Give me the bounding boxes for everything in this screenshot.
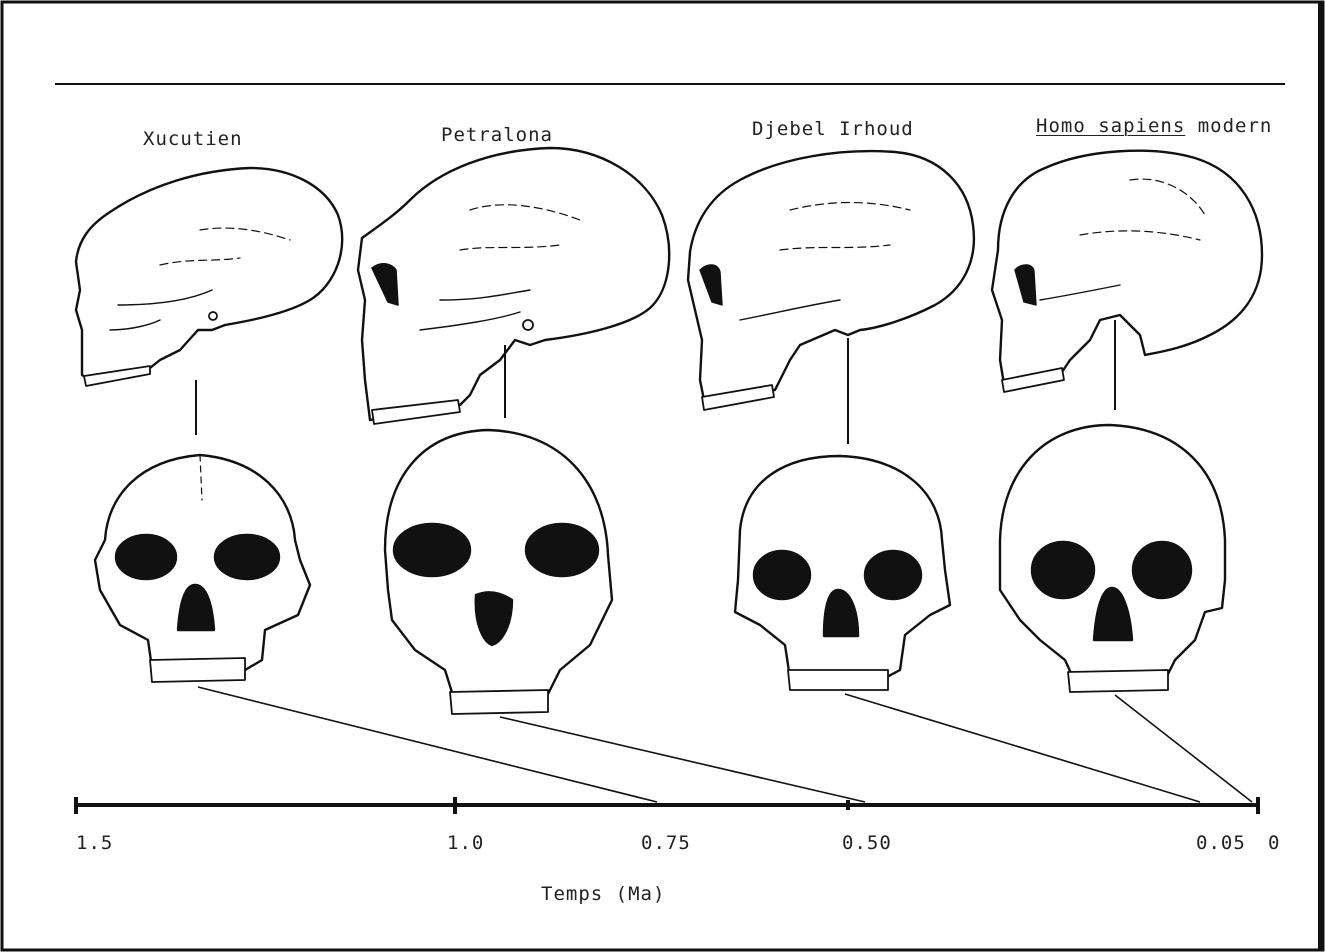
label-xucutien: Xucutien [143, 128, 243, 150]
tick-label-0.05: 0.05 [1196, 832, 1246, 854]
petralona-lateral-skull [358, 148, 669, 424]
axis-label: Temps (Ma) [541, 883, 665, 905]
eye-socket [116, 535, 176, 579]
eye-socket [1032, 542, 1094, 598]
date-line-petralona [500, 717, 865, 802]
eye-socket [215, 535, 279, 579]
figure-frame-right [1318, 2, 1323, 950]
date-line-djebel [845, 694, 1200, 802]
xucutien-lateral-skull [76, 168, 342, 386]
timeline-axis [76, 797, 1260, 814]
eye-socket [526, 524, 598, 576]
label-petralona: Petralona [441, 124, 553, 146]
label-djebel-irhoud: Djebel Irhoud [752, 118, 914, 140]
homo-sapiens-frontal-skull [1000, 425, 1225, 692]
tick-label-0.75: 0.75 [641, 832, 691, 854]
tick-label-1.0: 1.0 [447, 832, 484, 854]
eye-socket [754, 551, 810, 599]
label-homo-sapiens: Homo sapiens [1036, 115, 1185, 137]
djebel-irhoud-frontal-skull [735, 456, 950, 690]
date-line-modern [1115, 695, 1252, 802]
homo-sapiens-lateral-skull [992, 151, 1262, 392]
label-homo-sapiens-modern: Homo sapiens modern [1036, 115, 1272, 137]
eye-socket [865, 551, 921, 599]
label-modern: modern [1185, 115, 1272, 137]
petralona-frontal-skull [385, 430, 612, 714]
djebel-irhoud-lateral-skull [688, 151, 974, 410]
tick-label-0: 0 [1268, 832, 1280, 854]
date-line-xucutien [198, 687, 657, 802]
eye-socket [1133, 542, 1191, 598]
xucutien-frontal-skull [95, 455, 310, 682]
eye-socket [394, 524, 470, 576]
tick-label-0.50: 0.50 [842, 832, 892, 854]
tick-label-1.5: 1.5 [76, 832, 113, 854]
